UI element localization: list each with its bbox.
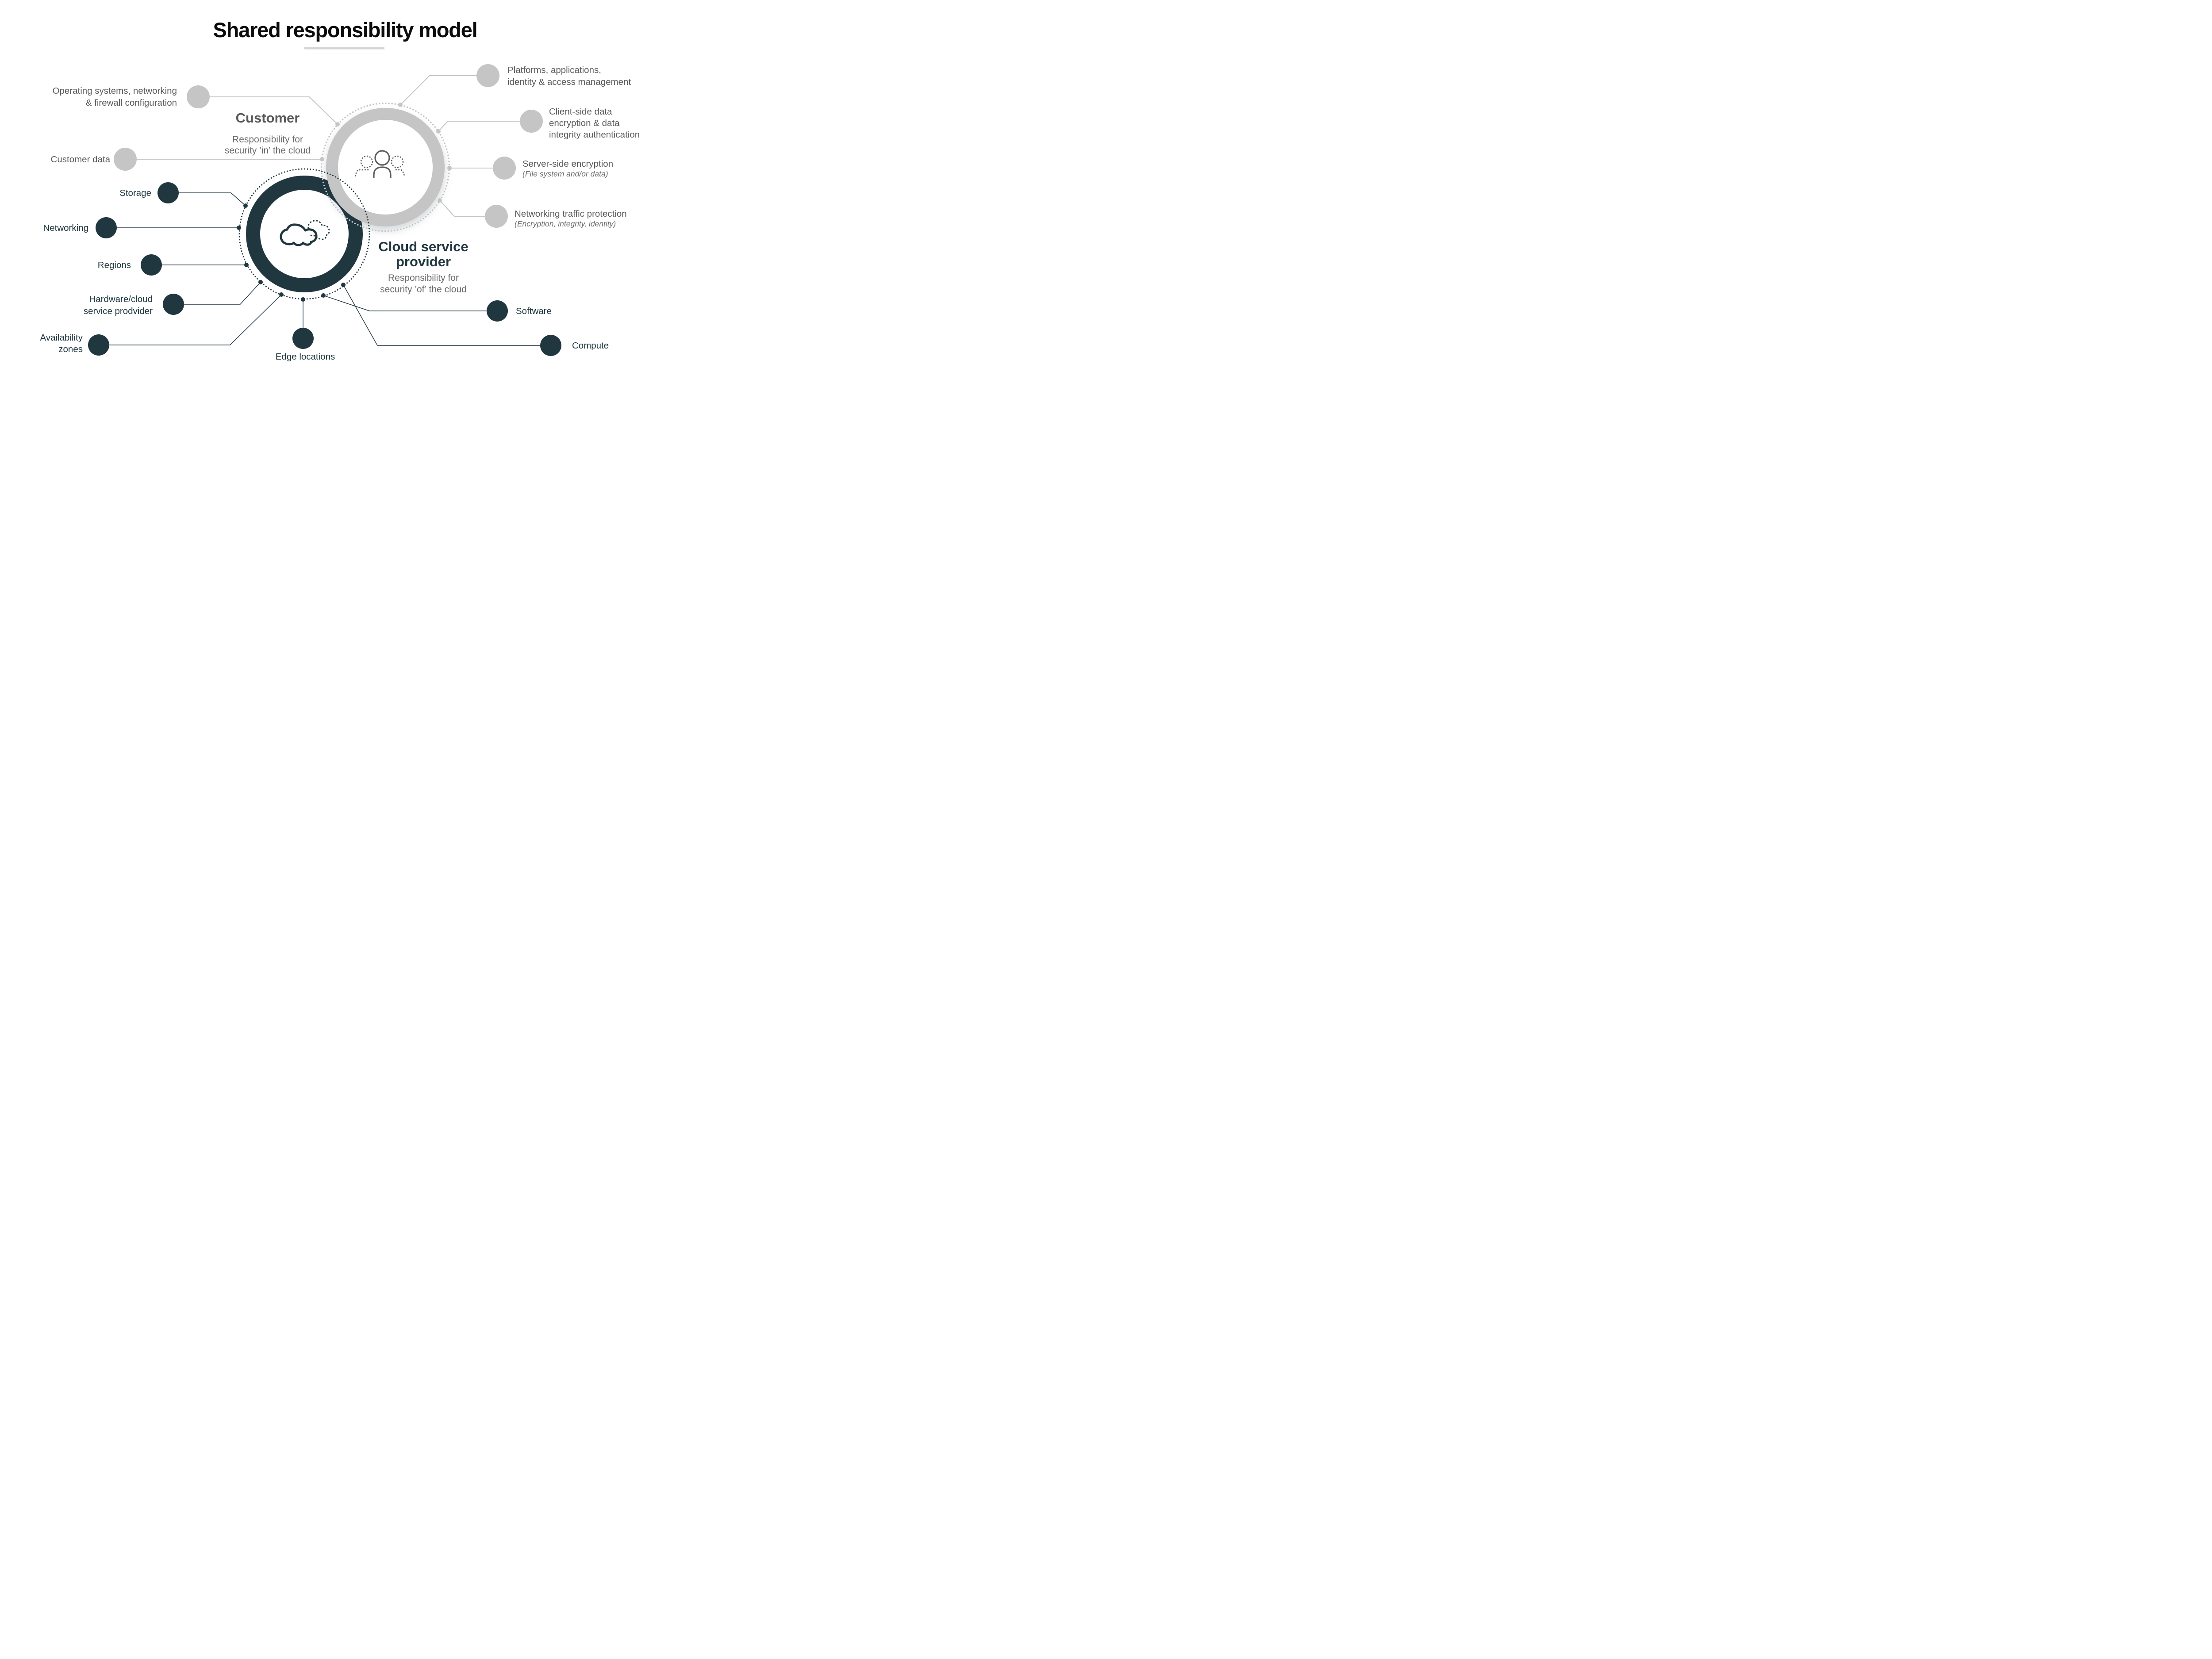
provider-label-bullets bbox=[88, 182, 561, 356]
title-divider bbox=[304, 47, 384, 50]
people-icon bbox=[354, 150, 405, 178]
customer-labels: Operating systems, networking & firewall… bbox=[51, 65, 640, 228]
connector-network-traffic bbox=[439, 200, 485, 217]
shared-responsibility-diagram: Shared responsibility model bbox=[0, 0, 683, 384]
label-regions: Regions bbox=[98, 260, 131, 270]
provider-heading-block: Cloud service provider Responsibility fo… bbox=[378, 239, 468, 295]
label-client-side-line1: Client-side data bbox=[549, 107, 612, 117]
bullet-networking bbox=[96, 217, 117, 238]
person-left-dotted-head bbox=[360, 155, 373, 169]
provider-connectors bbox=[109, 192, 540, 346]
node-edge-locations bbox=[301, 297, 305, 302]
connector-storage bbox=[179, 192, 246, 206]
label-availability-line2: zones bbox=[58, 344, 83, 354]
node-platforms bbox=[398, 103, 403, 107]
label-network-traffic-note: (Encryption, integrity, identity) bbox=[515, 219, 616, 228]
label-client-side-line2: encryption & data bbox=[549, 118, 620, 128]
node-customer-data bbox=[320, 157, 324, 161]
node-regions bbox=[244, 263, 249, 267]
connector-compute bbox=[343, 284, 540, 346]
label-compute: Compute bbox=[572, 341, 609, 351]
label-storage: Storage bbox=[119, 188, 151, 198]
bullet-operating-systems bbox=[187, 85, 210, 108]
label-edge-locations: Edge locations bbox=[276, 352, 335, 362]
connector-platforms bbox=[400, 75, 476, 105]
label-software: Software bbox=[516, 306, 552, 316]
provider-heading-line1: Cloud service bbox=[378, 239, 468, 254]
connector-client-side bbox=[438, 121, 520, 132]
label-customer-data: Customer data bbox=[51, 154, 111, 165]
label-networking: Networking bbox=[43, 223, 88, 233]
bullet-server-side bbox=[493, 157, 516, 180]
label-hardware-line2: service prodvider bbox=[84, 306, 153, 316]
cloud-dotted-shape bbox=[307, 220, 330, 240]
label-operating-systems-line2: & firewall configuration bbox=[86, 98, 177, 108]
bullet-availability-zones bbox=[88, 334, 109, 356]
provider-ring-nodes bbox=[237, 203, 346, 302]
cloud-solid-shape bbox=[280, 223, 318, 246]
label-server-side: Server-side encryption bbox=[522, 159, 613, 169]
page-title: Shared responsibility model bbox=[213, 18, 477, 42]
customer-subtitle-line1: Responsibility for bbox=[232, 134, 303, 145]
bullet-compute bbox=[540, 335, 561, 356]
bullet-edge-locations bbox=[292, 328, 314, 349]
bullet-storage bbox=[157, 182, 179, 203]
node-server-side bbox=[447, 166, 452, 170]
cloud-icon bbox=[280, 223, 318, 246]
node-compute bbox=[341, 283, 346, 287]
diagram-canvas: Shared responsibility model bbox=[40, 18, 640, 362]
provider-circle-group bbox=[246, 176, 363, 292]
bullet-client-side bbox=[520, 110, 543, 133]
person-left-dotted-body bbox=[354, 169, 369, 178]
connector-hardware bbox=[184, 282, 261, 305]
person-solid-body bbox=[373, 166, 392, 178]
label-operating-systems-line1: Operating systems, networking bbox=[53, 86, 177, 96]
customer-heading: Customer bbox=[236, 110, 300, 126]
connector-availability-zones bbox=[109, 294, 282, 345]
person-right-dotted-body bbox=[395, 169, 405, 178]
connector-software bbox=[323, 295, 487, 311]
provider-labels: Storage Networking Regions Hardware/clou… bbox=[40, 188, 609, 362]
node-operating-systems bbox=[335, 122, 340, 126]
label-platforms-line2: identity & access management bbox=[507, 77, 631, 87]
label-client-side-line3: integrity authentication bbox=[549, 130, 640, 140]
provider-ring bbox=[246, 176, 363, 292]
label-availability-line1: Availability bbox=[40, 333, 83, 343]
customer-subtitle-line2: security ’in’ the cloud bbox=[225, 146, 311, 156]
person-right-dotted-head bbox=[391, 155, 404, 169]
label-platforms-line1: Platforms, applications, bbox=[507, 65, 601, 75]
provider-heading-line2: provider bbox=[396, 254, 451, 269]
node-storage bbox=[243, 203, 248, 208]
customer-label-bullets bbox=[114, 64, 543, 228]
customer-heading-block: Customer Responsibility for security ’in… bbox=[225, 110, 311, 156]
person-solid-head bbox=[374, 150, 390, 166]
label-hardware-line1: Hardware/cloud bbox=[89, 294, 153, 304]
customer-connectors bbox=[137, 75, 520, 217]
label-network-traffic: Networking traffic protection bbox=[515, 209, 627, 219]
bullet-platforms bbox=[476, 64, 499, 87]
bullet-customer-data bbox=[114, 148, 137, 171]
node-software bbox=[321, 293, 326, 298]
bullet-software bbox=[487, 300, 508, 322]
node-availability-zones bbox=[279, 292, 284, 297]
node-client-side bbox=[436, 129, 441, 134]
bullet-regions bbox=[141, 254, 162, 276]
connector-operating-systems bbox=[210, 96, 338, 125]
provider-subtitle-line1: Responsibility for bbox=[388, 273, 459, 283]
bullet-network-traffic bbox=[485, 205, 508, 228]
node-network-traffic bbox=[438, 198, 442, 203]
node-hardware bbox=[258, 280, 263, 284]
node-networking bbox=[237, 226, 241, 230]
customer-ring-nodes bbox=[320, 103, 452, 203]
bullet-hardware bbox=[163, 294, 184, 315]
label-server-side-note: (File system and/or data) bbox=[522, 169, 608, 178]
provider-subtitle-line2: security ’of’ the cloud bbox=[380, 284, 467, 295]
